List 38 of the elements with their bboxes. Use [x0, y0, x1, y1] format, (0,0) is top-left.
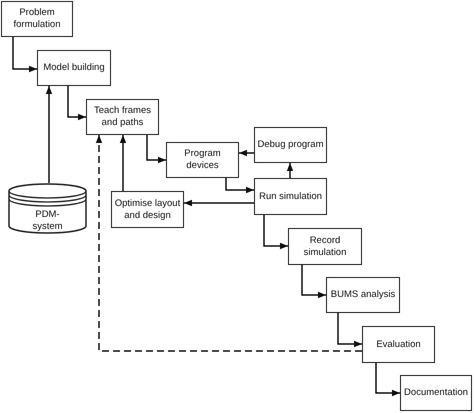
- node-label: Optimise layout and design: [114, 198, 181, 222]
- node-label: PDM-system: [31, 208, 64, 232]
- process-box: [166, 142, 239, 178]
- node-label: BUMS analysis: [330, 289, 396, 301]
- node-label: Model building: [43, 62, 105, 74]
- arrow: [286, 163, 294, 178]
- arrow: [263, 215, 288, 250]
- process-box: [254, 127, 327, 163]
- arrow: [146, 135, 166, 164]
- process-box: [86, 99, 159, 135]
- process-box: [400, 375, 472, 411]
- dashed-arrow: [96, 135, 362, 352]
- process-box: [288, 228, 362, 265]
- arrow: [375, 363, 400, 396]
- process-box: [111, 191, 184, 228]
- process-box: [362, 326, 435, 363]
- process-box: [1, 1, 73, 37]
- node-label: Program devices: [183, 148, 222, 172]
- node-label: Documentation: [404, 387, 468, 399]
- node-label: Problem formulation: [12, 7, 62, 31]
- arrow: [239, 150, 254, 156]
- node-label: Teach frames and paths: [92, 105, 152, 129]
- arrow: [46, 86, 52, 183]
- node-label: Run simulation: [259, 190, 322, 202]
- node-label: Debug program: [257, 139, 324, 151]
- arrow: [120, 135, 126, 191]
- process-box: [326, 277, 400, 313]
- process-box: [254, 178, 327, 215]
- arrow: [184, 200, 254, 206]
- arrow: [12, 37, 37, 72]
- arrow: [301, 265, 326, 298]
- node-label: Record simulation: [302, 234, 348, 258]
- process-box: [37, 50, 111, 86]
- arrow: [225, 178, 254, 194]
- node-label: Evaluation: [376, 338, 421, 350]
- database-cylinder: [8, 183, 87, 234]
- arrow: [337, 313, 362, 348]
- arrow: [67, 86, 86, 120]
